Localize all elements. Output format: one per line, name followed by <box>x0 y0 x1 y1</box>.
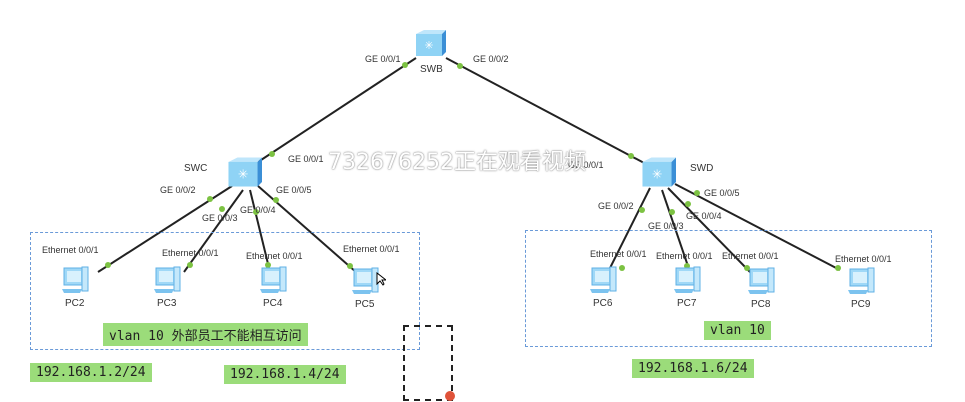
port-label: GE 0/0/2 <box>598 201 634 211</box>
port-dot <box>457 63 463 69</box>
pc-label: PC8 <box>751 299 771 310</box>
port-dot <box>619 265 625 271</box>
ip-note-pc2: 192.168.1.2/24 <box>30 363 152 382</box>
pc-label: PC9 <box>851 299 871 310</box>
port-dot <box>835 265 841 271</box>
port-label: Ethernet 0/0/1 <box>246 251 303 261</box>
pc-label: PC5 <box>355 299 375 310</box>
port-label: GE 0/0/1 <box>568 160 604 170</box>
switch-swc-label: SWC <box>184 163 208 174</box>
port-label: GE 0/0/2 <box>473 54 509 64</box>
switch-swb-icon[interactable]: ✳ <box>412 30 446 56</box>
pc-icon[interactable] <box>152 265 182 295</box>
ip-note-pc4: 192.168.1.4/24 <box>224 365 346 384</box>
vlan-box-right <box>525 230 932 347</box>
port-dot <box>265 262 271 268</box>
svg-text:✳: ✳ <box>424 40 433 52</box>
port-dot <box>694 190 700 196</box>
pc-label: PC7 <box>677 298 697 309</box>
svg-text:✳: ✳ <box>652 168 662 182</box>
watermark: 732676252正在观看视频 <box>328 150 586 175</box>
port-label: Ethernet 0/0/1 <box>162 248 219 258</box>
pc-icon[interactable] <box>746 266 776 296</box>
pc-icon[interactable] <box>846 266 876 296</box>
pc-label: PC3 <box>157 298 177 309</box>
port-label: GE 0/0/3 <box>202 213 238 223</box>
pc-icon[interactable] <box>350 266 380 296</box>
port-label: Ethernet 0/0/1 <box>835 254 892 264</box>
ip-note-pc6: 192.168.1.6/24 <box>632 359 754 378</box>
port-dot <box>347 263 353 269</box>
port-label: Ethernet 0/0/1 <box>722 251 779 261</box>
port-dot <box>187 262 193 268</box>
mouse-cursor-icon <box>376 272 386 286</box>
link-swb-swc[interactable] <box>257 57 417 163</box>
pc-icon[interactable] <box>60 265 90 295</box>
port-label: GE 0/0/5 <box>276 185 312 195</box>
pc-label: PC4 <box>263 298 283 309</box>
port-dot <box>628 153 634 159</box>
port-label: Ethernet 0/0/1 <box>42 245 99 255</box>
switch-swd-label: SWD <box>690 163 714 174</box>
selection-rectangle <box>403 325 453 401</box>
port-dot <box>219 206 225 212</box>
port-dot <box>669 209 675 215</box>
vlan-note-left: vlan 10 外部员工不能相互访问 <box>103 323 308 346</box>
pc-icon[interactable] <box>588 265 618 295</box>
resize-handle[interactable] <box>445 391 455 401</box>
switch-swc-icon[interactable]: ✳ <box>224 156 262 188</box>
link-swd-pc7[interactable] <box>661 189 691 273</box>
port-label: GE 0/0/5 <box>704 188 740 198</box>
pc-label: PC2 <box>65 298 85 309</box>
port-dot <box>207 196 213 202</box>
link-swd-pc9[interactable] <box>674 183 841 271</box>
port-label: Ethernet 0/0/1 <box>590 249 647 259</box>
port-dot <box>105 262 111 268</box>
port-dot <box>744 265 750 271</box>
port-dot <box>639 207 645 213</box>
link-swc-pc4[interactable] <box>249 189 271 273</box>
pc-icon[interactable] <box>258 265 288 295</box>
switch-swd-icon[interactable]: ✳ <box>638 156 676 188</box>
port-label: GE 0/0/1 <box>288 154 324 164</box>
switch-swb-label: SWB <box>420 64 443 75</box>
port-dot <box>269 151 275 157</box>
port-dot <box>273 197 279 203</box>
port-label: Ethernet 0/0/1 <box>656 251 713 261</box>
svg-text:✳: ✳ <box>238 168 248 182</box>
port-dot <box>685 201 691 207</box>
link-swb-swd[interactable] <box>445 57 647 165</box>
port-label: GE 0/0/3 <box>648 221 684 231</box>
pc-icon[interactable] <box>672 265 702 295</box>
link-swc-pc3[interactable] <box>183 189 244 273</box>
port-label: GE 0/0/2 <box>160 185 196 195</box>
port-label: GE 0/0/1 <box>365 54 401 64</box>
port-label: GE 0/0/4 <box>240 205 276 215</box>
port-label: Ethernet 0/0/1 <box>343 244 400 254</box>
port-dot <box>253 209 259 215</box>
port-dot <box>402 62 408 68</box>
vlan-note-right: vlan 10 <box>704 321 771 340</box>
port-label: GE 0/0/4 <box>686 211 722 221</box>
vlan-box-left <box>30 232 420 350</box>
pc-label: PC6 <box>593 298 613 309</box>
